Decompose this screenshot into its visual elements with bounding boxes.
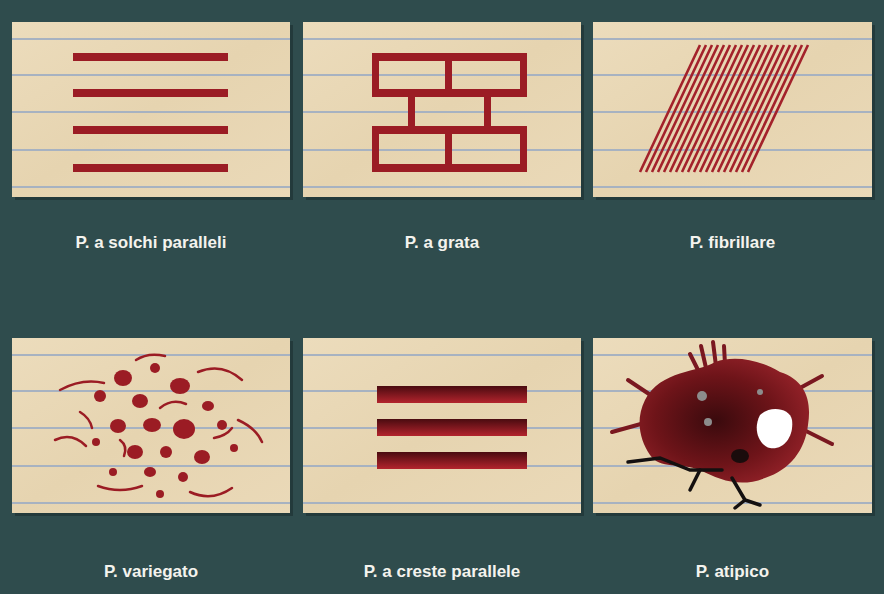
skin-panel xyxy=(303,22,581,197)
globule xyxy=(170,378,190,394)
lattice-post xyxy=(372,53,379,97)
ridge-bar xyxy=(377,452,527,469)
streak xyxy=(238,420,262,442)
atypical-lesion xyxy=(612,342,832,508)
streak xyxy=(628,380,652,396)
black-dot xyxy=(731,449,749,463)
skin-panel xyxy=(593,338,872,513)
lesion-body xyxy=(640,359,810,483)
lattice-post xyxy=(520,126,527,172)
pattern-label: P. a grata xyxy=(298,233,586,253)
gray-dot xyxy=(757,389,763,395)
globule xyxy=(144,467,156,477)
streak xyxy=(735,500,745,508)
globule xyxy=(109,468,117,476)
globule xyxy=(132,394,148,408)
streak xyxy=(198,368,242,380)
lattice-post xyxy=(408,89,415,134)
globule xyxy=(194,450,210,464)
lattice-post xyxy=(520,53,527,97)
streak xyxy=(160,402,186,408)
streak xyxy=(136,355,165,360)
lattice-post xyxy=(445,53,452,97)
furrow-pattern xyxy=(73,53,228,172)
streak xyxy=(701,346,706,368)
streak xyxy=(80,412,92,428)
streak xyxy=(190,488,232,496)
streak xyxy=(690,470,700,490)
streak xyxy=(804,430,832,444)
pattern-panel: P. fibrillare xyxy=(588,22,877,253)
skin-panel xyxy=(12,338,290,513)
pattern-panel: P. variegato xyxy=(7,338,295,582)
furrow-bar xyxy=(73,53,228,61)
furrow-bar xyxy=(73,89,228,97)
pattern-label: P. a creste parallele xyxy=(298,562,586,582)
variegated-streaks xyxy=(55,355,262,497)
streak xyxy=(120,440,125,456)
fibrillar-pattern xyxy=(640,45,808,172)
skin-line xyxy=(12,355,290,503)
fibril-lines xyxy=(640,45,808,172)
ridge-bar xyxy=(377,386,527,403)
globule xyxy=(150,363,160,373)
furrow-bar xyxy=(73,126,228,134)
globule xyxy=(114,370,132,386)
globule xyxy=(94,390,106,402)
streak xyxy=(800,376,822,388)
skin-line xyxy=(303,355,581,503)
streak xyxy=(60,382,104,390)
pattern-panel: P. a grata xyxy=(298,22,586,253)
lattice-post xyxy=(372,126,379,172)
globule xyxy=(92,438,100,446)
pattern-label: P. atipico xyxy=(588,562,877,582)
skin-lines xyxy=(12,39,872,503)
globule xyxy=(156,490,164,498)
ridge-pattern xyxy=(377,386,527,469)
pattern-panel: P. a solchi paralleli xyxy=(7,22,295,253)
gray-dot xyxy=(704,418,712,426)
gray-dot xyxy=(697,391,707,401)
lattice-post xyxy=(445,126,452,172)
globule xyxy=(217,420,227,430)
pattern-label: P. fibrillare xyxy=(588,233,877,253)
white-area xyxy=(757,409,793,448)
lattice-pattern xyxy=(372,53,527,172)
furrow-bar xyxy=(73,164,228,172)
globule xyxy=(127,445,143,459)
variegated-globules xyxy=(92,363,238,498)
pattern-label: P. variegato xyxy=(7,562,295,582)
pattern-panel: P. a creste parallele xyxy=(298,338,586,582)
globule xyxy=(230,444,238,452)
globule xyxy=(173,419,195,439)
skin-panel xyxy=(593,22,872,197)
ridge-bar xyxy=(377,419,527,436)
skin-panel xyxy=(12,22,290,197)
streak xyxy=(628,458,722,470)
skin-line xyxy=(593,39,872,187)
skin-panels xyxy=(12,22,872,513)
skin-panel xyxy=(303,338,581,513)
globule xyxy=(202,401,214,411)
black-streaks xyxy=(628,458,760,508)
streak xyxy=(214,428,232,438)
lattice-post xyxy=(484,89,491,134)
globule xyxy=(160,446,172,458)
skin-line xyxy=(303,39,581,187)
pattern-label: P. a solchi paralleli xyxy=(7,233,295,253)
pattern-panel: P. atipico xyxy=(588,338,877,582)
globule xyxy=(178,472,188,482)
globule xyxy=(143,418,161,432)
streak xyxy=(55,437,86,446)
globule xyxy=(110,419,126,433)
streak xyxy=(98,486,142,490)
skin-line xyxy=(12,39,290,187)
